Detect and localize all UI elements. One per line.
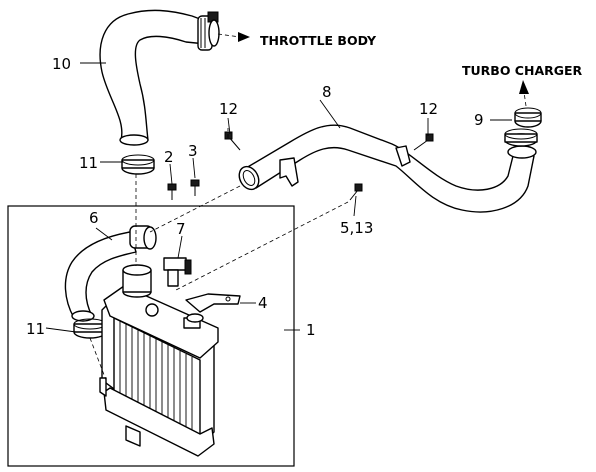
callout-1: 1 bbox=[306, 321, 316, 339]
callout-9: 9 bbox=[474, 111, 484, 129]
turbo-charger-arrow bbox=[519, 80, 529, 107]
leader-lines bbox=[45, 62, 512, 333]
throttle-body-label: THROTTLE BODY bbox=[260, 33, 377, 48]
intercooler-assembly-frame bbox=[7, 205, 295, 467]
callout-3: 3 bbox=[188, 142, 198, 160]
clamp-9 bbox=[504, 107, 542, 147]
pipe-8 bbox=[238, 124, 537, 213]
callout-11-top: 11 bbox=[79, 154, 98, 172]
callout-10: 10 bbox=[52, 55, 71, 73]
bolt-2 bbox=[167, 183, 177, 200]
intercooler-1 bbox=[99, 264, 219, 457]
clamp-11-top bbox=[121, 154, 155, 175]
callout-6: 6 bbox=[89, 209, 99, 227]
hose-10-clamp bbox=[197, 11, 220, 51]
bolt-12-left bbox=[224, 131, 241, 151]
callout-4: 4 bbox=[258, 294, 268, 312]
bolt-5-13 bbox=[349, 183, 363, 201]
hose-10 bbox=[99, 9, 220, 146]
callout-5-13: 5,13 bbox=[340, 219, 373, 237]
clamp-11-bottom bbox=[73, 318, 107, 339]
hose-6 bbox=[64, 225, 157, 322]
boost-sensor-7 bbox=[163, 257, 192, 287]
alignment-lines bbox=[89, 128, 349, 381]
callout-12-left: 12 bbox=[219, 100, 238, 118]
bracket-4 bbox=[185, 293, 241, 313]
callout-8: 8 bbox=[322, 83, 332, 101]
callout-2: 2 bbox=[164, 148, 174, 166]
throttle-body-arrow bbox=[217, 32, 250, 42]
bolt-3 bbox=[190, 179, 200, 196]
bolt-12-right bbox=[413, 133, 434, 151]
turbo-charger-label: TURBO CHARGER bbox=[462, 63, 583, 78]
callout-7: 7 bbox=[176, 220, 186, 238]
callout-12-right: 12 bbox=[419, 100, 438, 118]
callout-11-bottom: 11 bbox=[26, 320, 45, 338]
